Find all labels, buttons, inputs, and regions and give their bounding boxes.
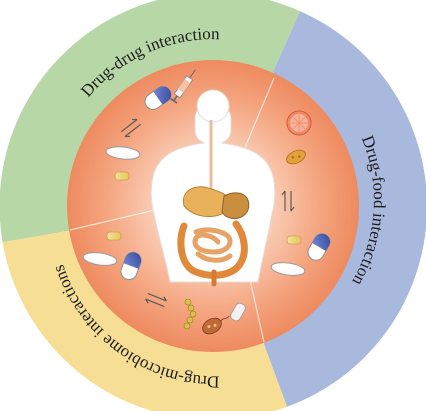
softgel-icon (114, 171, 130, 181)
softgel-icon (106, 231, 122, 241)
tablet-icon (230, 302, 246, 322)
syringe-icon (169, 69, 196, 104)
bidirectional-arrows-icon (145, 292, 167, 308)
capsule-icon (307, 233, 331, 261)
bacteria-icon (202, 315, 230, 335)
bacteria-icon (183, 298, 197, 330)
bidirectional-arrows-icon (281, 190, 295, 212)
tablet-icon (105, 146, 141, 160)
food-icon (286, 149, 306, 165)
capsule-icon (120, 251, 142, 281)
tablet-icon (270, 262, 306, 276)
bidirectional-arrows-icon (120, 118, 142, 138)
capsule-icon (144, 86, 172, 110)
digestive-system-icon (177, 120, 250, 287)
softgel-icon (286, 235, 302, 245)
divider-line (243, 77, 275, 151)
tablet-icon (82, 252, 118, 266)
grapefruit-icon (286, 110, 312, 136)
